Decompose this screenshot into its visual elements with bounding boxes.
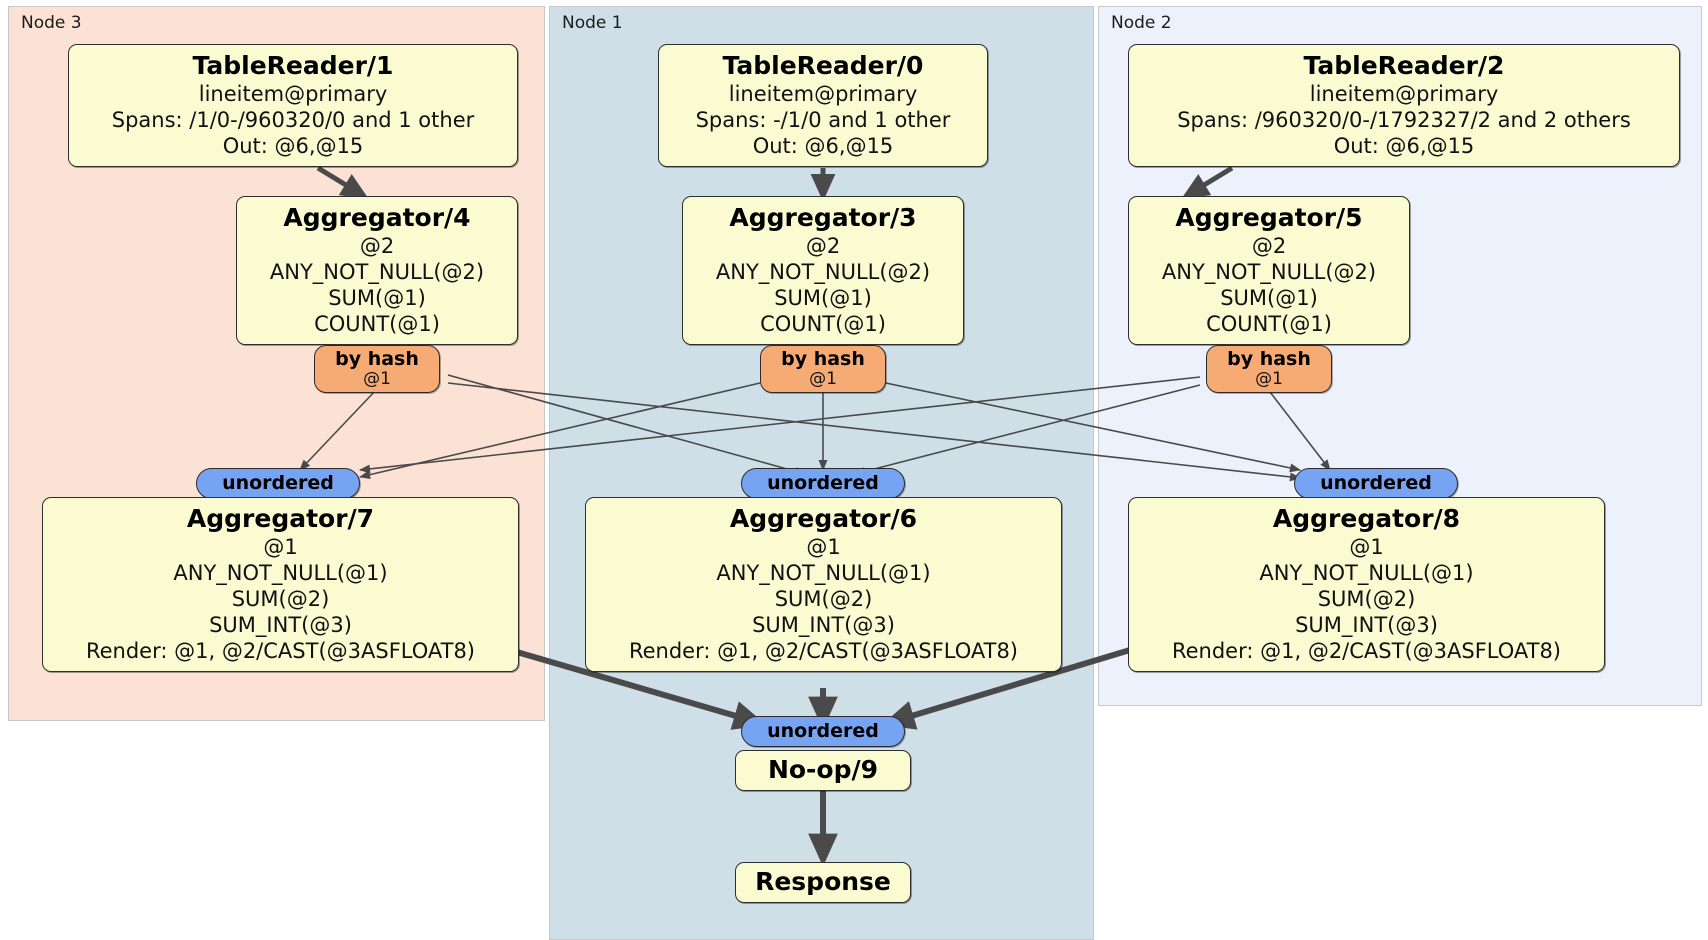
processor-title: Aggregator/3 [729, 203, 917, 232]
node-panel-label-node2: Node 2 [1111, 13, 1172, 33]
processor-detail-agg3: SUM_INT(@3) [752, 613, 895, 637]
processor-detail-table: lineitem@primary [728, 82, 918, 106]
processor-title: Aggregator/8 [1272, 504, 1461, 533]
processor-detail-groupcol: @1 [263, 535, 298, 559]
processor-detail-agg1: ANY_NOT_NULL(@1) [716, 561, 931, 585]
processor-detail-agg2: SUM(@1) [328, 286, 426, 310]
processor-title: TableReader/1 [192, 51, 394, 80]
processor-detail-agg1: ANY_NOT_NULL(@1) [173, 561, 388, 585]
processor-aggregator-8[interactable]: Aggregator/8 @1 ANY_NOT_NULL(@1) SUM(@2)… [1128, 497, 1605, 672]
processor-detail-agg3: SUM_INT(@3) [1295, 613, 1438, 637]
processor-detail-agg2: SUM(@1) [1220, 286, 1318, 310]
processor-title: TableReader/2 [1303, 51, 1505, 80]
processor-aggregator-5[interactable]: Aggregator/5 @2 ANY_NOT_NULL(@2) SUM(@1)… [1128, 196, 1410, 345]
processor-title: Aggregator/7 [186, 504, 375, 533]
processor-table-reader-2[interactable]: TableReader/2 lineitem@primary Spans: /9… [1128, 44, 1680, 167]
processor-title: Response [755, 867, 891, 896]
processor-response[interactable]: Response [735, 862, 911, 903]
processor-detail-agg1: ANY_NOT_NULL(@1) [1259, 561, 1474, 585]
synchronizer-unordered-left[interactable]: unordered [196, 468, 360, 499]
processor-aggregator-3[interactable]: Aggregator/3 @2 ANY_NOT_NULL(@2) SUM(@1)… [682, 196, 964, 345]
processor-detail-out: Out: @6,@15 [1333, 134, 1475, 158]
processor-aggregator-4[interactable]: Aggregator/4 @2 ANY_NOT_NULL(@2) SUM(@1)… [236, 196, 518, 345]
processor-detail-spans: Spans: -/1/0 and 1 other [695, 108, 951, 132]
router-hash-left[interactable]: by hash @1 [314, 345, 440, 393]
processor-detail-agg3: COUNT(@1) [1206, 312, 1332, 336]
node-panel-label-node3: Node 3 [21, 13, 82, 33]
processor-detail-groupcol: @2 [1251, 234, 1287, 258]
router-column-label: @1 [1255, 369, 1283, 389]
processor-detail-agg2: SUM(@2) [774, 587, 873, 611]
processor-detail-agg1: ANY_NOT_NULL(@2) [715, 260, 931, 284]
processor-detail-agg1: ANY_NOT_NULL(@2) [1161, 260, 1377, 284]
synchronizer-label: unordered [1320, 472, 1432, 494]
router-column-label: @1 [809, 369, 837, 389]
router-hash-center[interactable]: by hash @1 [760, 345, 886, 393]
processor-detail-agg3: COUNT(@1) [314, 312, 440, 336]
processor-detail-agg1: ANY_NOT_NULL(@2) [269, 260, 485, 284]
synchronizer-unordered-final[interactable]: unordered [741, 716, 905, 747]
processor-title: TableReader/0 [722, 51, 924, 80]
processor-detail-render: Render: @1, @2/CAST(@3ASFLOAT8) [85, 639, 476, 663]
processor-detail-out: Out: @6,@15 [222, 134, 364, 158]
node-panel-label-node1: Node 1 [562, 13, 623, 33]
processor-detail-agg3: SUM_INT(@3) [209, 613, 352, 637]
processor-table-reader-1[interactable]: TableReader/1 lineitem@primary Spans: /1… [68, 44, 518, 167]
processor-aggregator-6[interactable]: Aggregator/6 @1 ANY_NOT_NULL(@1) SUM(@2)… [585, 497, 1062, 672]
processor-detail-groupcol: @1 [1349, 535, 1384, 559]
router-type-label: by hash [1227, 348, 1311, 370]
processor-detail-out: Out: @6,@15 [752, 134, 894, 158]
synchronizer-label: unordered [222, 472, 334, 494]
router-column-label: @1 [363, 369, 391, 389]
router-hash-right[interactable]: by hash @1 [1206, 345, 1332, 393]
processor-detail-agg3: COUNT(@1) [760, 312, 886, 336]
router-type-label: by hash [335, 348, 419, 370]
processor-detail-render: Render: @1, @2/CAST(@3ASFLOAT8) [1171, 639, 1562, 663]
processor-detail-table: lineitem@primary [198, 82, 388, 106]
processor-detail-groupcol: @2 [805, 234, 841, 258]
processor-detail-agg2: SUM(@1) [774, 286, 872, 310]
processor-detail-groupcol: @2 [359, 234, 395, 258]
processor-detail-table: lineitem@primary [1309, 82, 1499, 106]
synchronizer-label: unordered [767, 720, 879, 742]
processor-no-op-9[interactable]: No-op/9 [735, 750, 911, 791]
processor-title: Aggregator/5 [1175, 203, 1363, 232]
processor-title: No-op/9 [767, 755, 879, 784]
processor-detail-spans: Spans: /1/0-/960320/0 and 1 other [111, 108, 475, 132]
processor-detail-agg2: SUM(@2) [1317, 587, 1416, 611]
router-type-label: by hash [781, 348, 865, 370]
synchronizer-unordered-center[interactable]: unordered [741, 468, 905, 499]
processor-detail-agg2: SUM(@2) [231, 587, 330, 611]
processor-table-reader-0[interactable]: TableReader/0 lineitem@primary Spans: -/… [658, 44, 988, 167]
processor-title: Aggregator/4 [283, 203, 471, 232]
synchronizer-label: unordered [767, 472, 879, 494]
processor-aggregator-7[interactable]: Aggregator/7 @1 ANY_NOT_NULL(@1) SUM(@2)… [42, 497, 519, 672]
synchronizer-unordered-right[interactable]: unordered [1294, 468, 1458, 499]
processor-detail-spans: Spans: /960320/0-/1792327/2 and 2 others [1177, 108, 1631, 132]
processor-title: Aggregator/6 [729, 504, 918, 533]
processor-detail-groupcol: @1 [806, 535, 841, 559]
processor-detail-render: Render: @1, @2/CAST(@3ASFLOAT8) [628, 639, 1019, 663]
